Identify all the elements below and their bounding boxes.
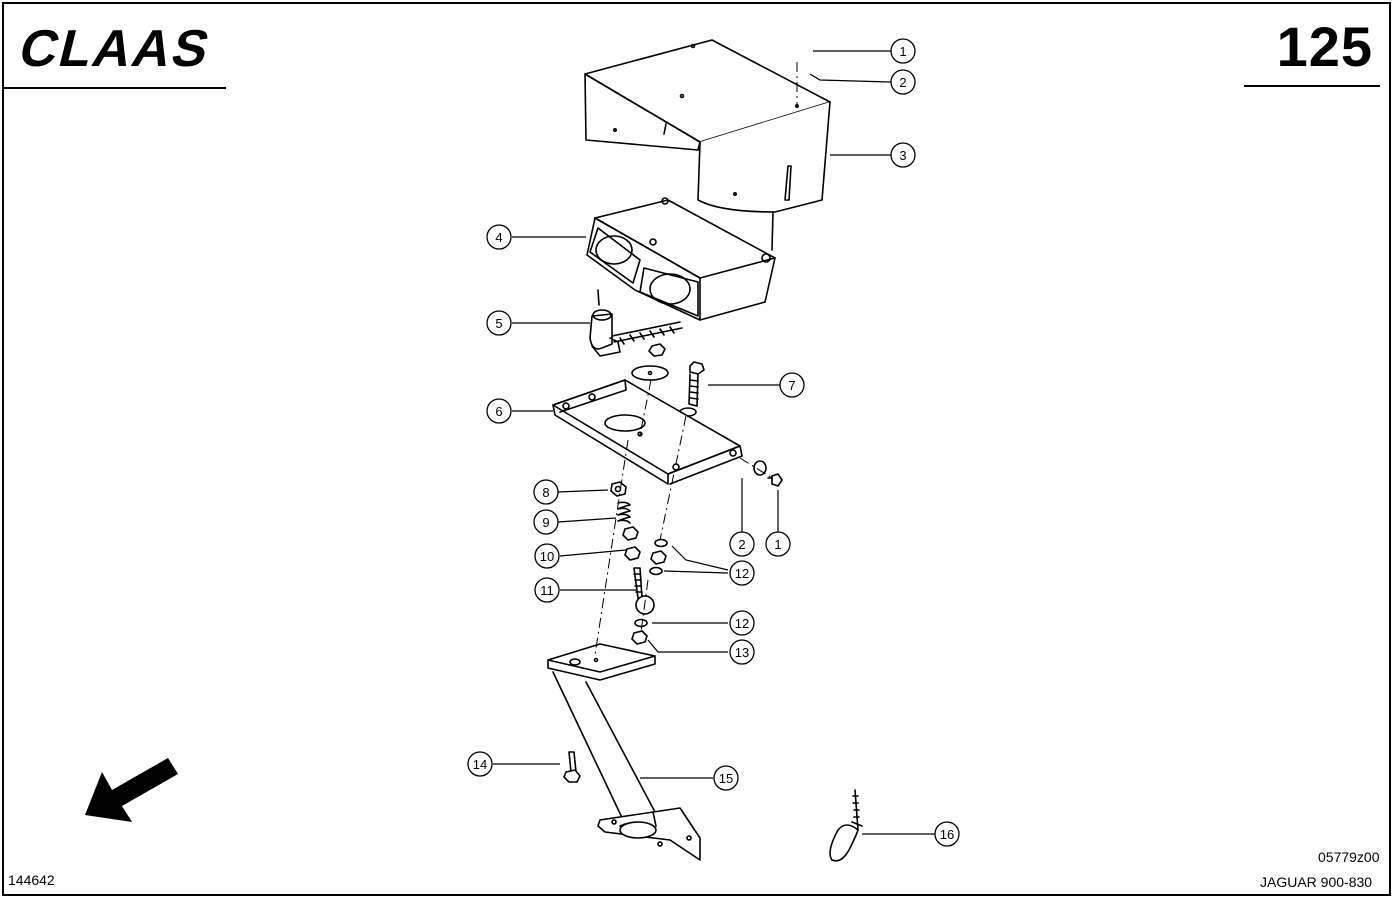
part-5-connector bbox=[589, 289, 683, 357]
part-14-bolt bbox=[563, 751, 581, 783]
part-10-nut-b bbox=[624, 546, 641, 561]
callout-leaders bbox=[493, 50, 935, 835]
callout-label-14: 14 bbox=[473, 757, 487, 772]
callout-label-7: 7 bbox=[788, 378, 795, 393]
callout-circle-9 bbox=[533, 509, 559, 535]
callout-circle-5 bbox=[486, 310, 512, 336]
callout-label-10: 10 bbox=[540, 549, 554, 564]
callout-circle-4 bbox=[486, 224, 512, 250]
callout-circle-1 bbox=[890, 38, 916, 64]
page-number-underline bbox=[1244, 85, 1380, 87]
callout-circle-12b bbox=[729, 610, 755, 636]
part-9-spring bbox=[617, 501, 631, 524]
claas-logo: CLAAS bbox=[14, 20, 217, 72]
callout-label-9: 9 bbox=[542, 515, 549, 530]
claas-logo-text: CLAAS bbox=[14, 20, 217, 72]
washer-large bbox=[631, 365, 669, 381]
callout-circle-3 bbox=[890, 142, 916, 168]
callout-circle-12a bbox=[729, 560, 755, 586]
part-3-cover bbox=[584, 39, 831, 251]
callout-circle-8 bbox=[533, 479, 559, 505]
part-13-nut bbox=[631, 630, 648, 645]
callout-circles bbox=[467, 38, 960, 847]
part-12-nut bbox=[650, 550, 667, 565]
callout-label-2: 2 bbox=[899, 75, 906, 90]
drawing-code: 05779z00 bbox=[1318, 849, 1380, 865]
callout-circle-10 bbox=[534, 543, 560, 569]
callout-circle-16 bbox=[934, 821, 960, 847]
callout-circle-7 bbox=[779, 372, 805, 398]
callout-label-11: 11 bbox=[540, 583, 554, 598]
callout-label-12a: 12 bbox=[735, 566, 749, 581]
callout-label-6: 6 bbox=[495, 404, 502, 419]
washer-side bbox=[753, 460, 767, 476]
bolt-side bbox=[767, 473, 783, 487]
part-7-bolt bbox=[679, 361, 705, 417]
nut-top bbox=[648, 343, 666, 357]
part-4-lamp-housing bbox=[586, 197, 776, 321]
callout-label-13: 13 bbox=[735, 645, 749, 660]
callout-label-12b: 12 bbox=[735, 616, 749, 631]
logo-underline bbox=[4, 87, 226, 89]
part-8-nut bbox=[610, 481, 627, 497]
part-15-support-post bbox=[547, 643, 701, 861]
arrow-down-left-icon bbox=[85, 758, 178, 822]
callout-label-1: 1 bbox=[899, 44, 906, 59]
footer-left-code: 144642 bbox=[8, 872, 55, 888]
callout-label-16: 16 bbox=[940, 827, 954, 842]
callout-label-3: 3 bbox=[899, 148, 906, 163]
callout-circle-15 bbox=[713, 765, 739, 791]
part-16-cable-tie bbox=[829, 789, 863, 862]
callout-label-5: 5 bbox=[495, 316, 502, 331]
part-12-washer-a bbox=[654, 538, 668, 548]
callout-label-8: 8 bbox=[542, 485, 549, 500]
callout-label-4: 4 bbox=[495, 230, 502, 245]
callout-circle-13 bbox=[729, 639, 755, 665]
callout-label-2b: 2 bbox=[738, 537, 745, 552]
callout-circle-11 bbox=[534, 577, 560, 603]
callout-circle-2 bbox=[890, 69, 916, 95]
callout-circle-1b bbox=[765, 531, 791, 557]
callout-label-1b: 1 bbox=[774, 537, 781, 552]
part-10-nut-a bbox=[622, 526, 639, 541]
callout-circle-14 bbox=[467, 751, 493, 777]
washer-lower bbox=[634, 618, 648, 628]
callout-circle-6 bbox=[486, 398, 512, 424]
callout-label-15: 15 bbox=[719, 771, 733, 786]
model-name: JAGUAR 900-830 bbox=[1260, 874, 1373, 890]
part-12-washer-b bbox=[649, 566, 663, 576]
callout-circle-2b bbox=[729, 531, 755, 557]
part-6-bracket bbox=[552, 379, 743, 485]
assembly-axes bbox=[594, 62, 798, 656]
page-number: 125 bbox=[1276, 15, 1373, 78]
